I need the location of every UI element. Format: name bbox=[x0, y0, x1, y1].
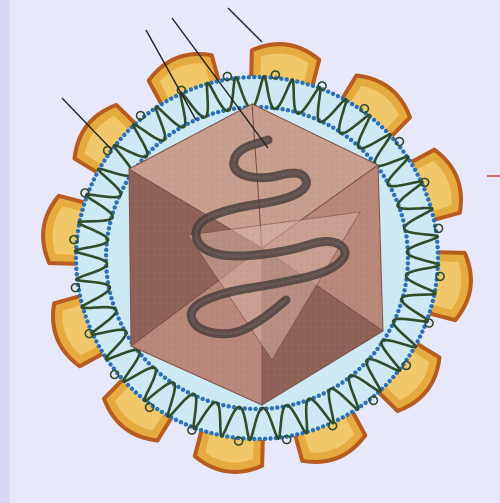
pointer-line bbox=[228, 8, 262, 42]
